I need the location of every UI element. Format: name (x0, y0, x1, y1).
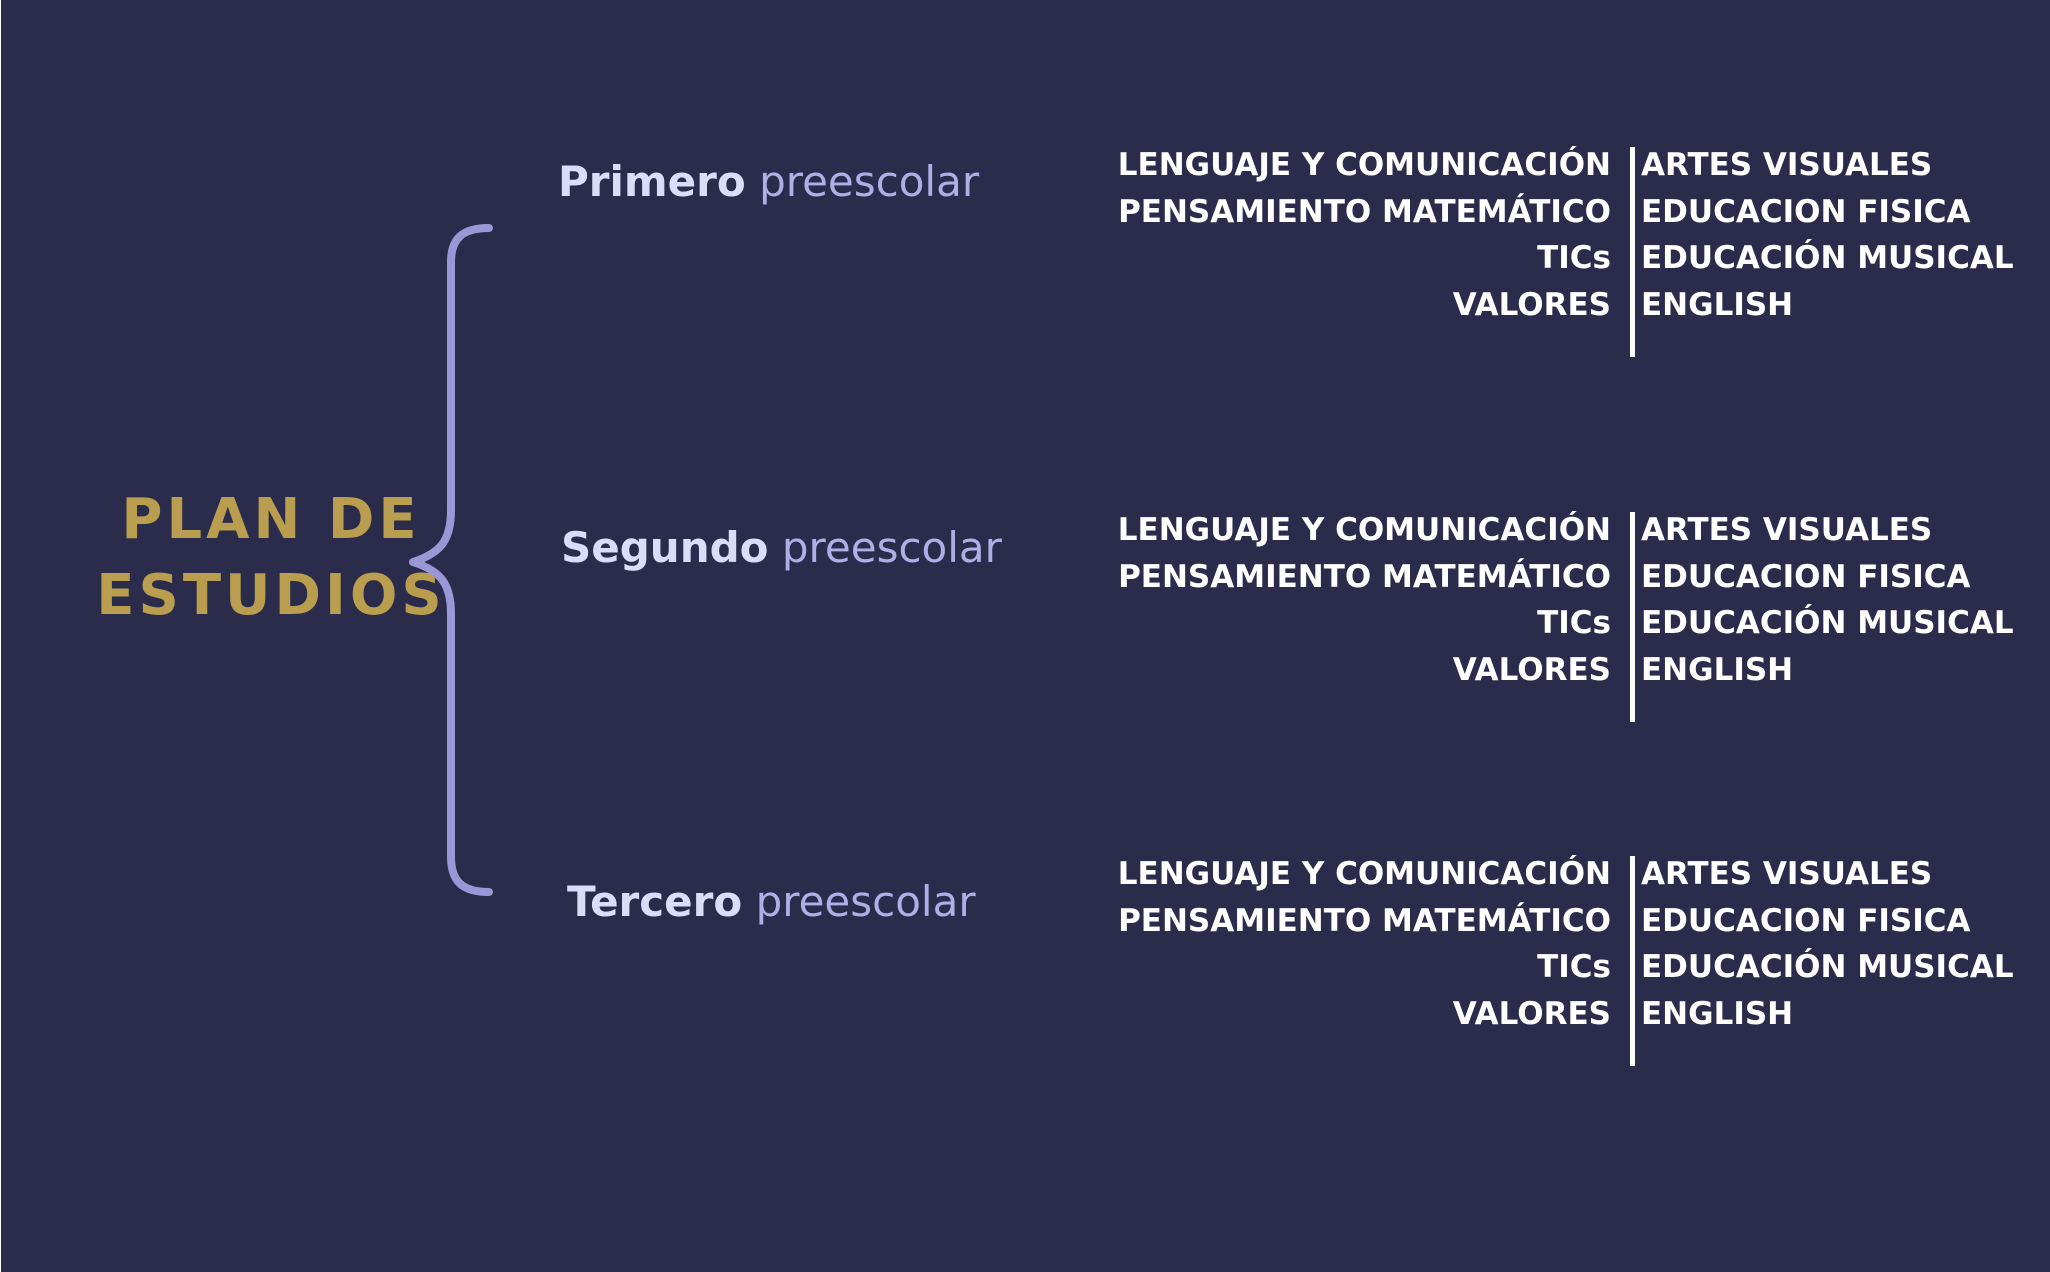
subject-group-segundo: LENGUAJE Y COMUNICACIÓN PENSAMIENTO MATE… (1101, 507, 2031, 722)
level-name: Primero (558, 157, 746, 206)
subject-item: LENGUAJE Y COMUNICACIÓN (1117, 856, 1611, 892)
level-title-tercero: Tercero preescolar (567, 877, 976, 927)
level-suffix: preescolar (759, 157, 980, 206)
main-title-line-2: ESTUDIOS (96, 563, 446, 628)
subject-item: ARTES VISUALES (1641, 856, 1933, 892)
main-title-line-1: PLAN DE (121, 487, 421, 552)
level-name: Segundo (561, 523, 769, 572)
subject-item: PENSAMIENTO MATEMÁTICO (1118, 558, 1611, 595)
subject-column-left: LENGUAJE Y COMUNICACIÓN PENSAMIENTO MATE… (1118, 142, 1611, 328)
level-title-segundo: Segundo preescolar (561, 523, 1002, 573)
subject-item: ENGLISH (1641, 286, 1794, 323)
subject-item: LENGUAJE Y COMUNICACIÓN (1117, 512, 1611, 548)
main-title: PLAN DE ESTUDIOS (91, 482, 451, 634)
subject-item: TICs (1537, 949, 1611, 985)
subject-column-right: ARTES VISUALES EDUCACION FISICA EDUCACIÓ… (1641, 507, 2014, 693)
subject-group-primero: LENGUAJE Y COMUNICACIÓN PENSAMIENTO MATE… (1101, 142, 2031, 357)
subject-item: EDUCACION FISICA (1641, 902, 1971, 939)
column-divider (1630, 147, 1635, 357)
subject-item: VALORES (1452, 286, 1611, 323)
column-divider (1630, 856, 1635, 1066)
subject-group-tercero: LENGUAJE Y COMUNICACIÓN PENSAMIENTO MATE… (1101, 851, 2031, 1066)
subject-column-left: LENGUAJE Y COMUNICACIÓN PENSAMIENTO MATE… (1118, 851, 1611, 1037)
level-name: Tercero (567, 877, 743, 926)
subject-item: EDUCACION FISICA (1641, 193, 1971, 230)
level-suffix: preescolar (755, 877, 976, 926)
subject-item: EDUCACIÓN MUSICAL (1641, 240, 2014, 276)
level-suffix: preescolar (781, 523, 1002, 572)
subject-item: EDUCACIÓN MUSICAL (1641, 949, 2014, 985)
subject-item: LENGUAJE Y COMUNICACIÓN (1117, 147, 1611, 183)
subject-item: PENSAMIENTO MATEMÁTICO (1118, 902, 1611, 939)
subject-item: ENGLISH (1641, 651, 1794, 688)
subject-item: ARTES VISUALES (1641, 147, 1933, 183)
column-divider (1630, 512, 1635, 722)
subject-item: EDUCACIÓN MUSICAL (1641, 605, 2014, 641)
subject-item: ARTES VISUALES (1641, 512, 1933, 548)
subject-column-right: ARTES VISUALES EDUCACION FISICA EDUCACIÓ… (1641, 142, 2014, 328)
subject-column-right: ARTES VISUALES EDUCACION FISICA EDUCACIÓ… (1641, 851, 2014, 1037)
subject-item: ENGLISH (1641, 995, 1794, 1032)
subject-item: TICs (1537, 240, 1611, 276)
subject-item: TICs (1537, 605, 1611, 641)
subject-item: PENSAMIENTO MATEMÁTICO (1118, 193, 1611, 230)
subject-column-left: LENGUAJE Y COMUNICACIÓN PENSAMIENTO MATE… (1118, 507, 1611, 693)
subject-item: VALORES (1452, 995, 1611, 1032)
level-title-primero: Primero preescolar (558, 157, 979, 207)
subject-item: EDUCACION FISICA (1641, 558, 1971, 595)
subject-item: VALORES (1452, 651, 1611, 688)
